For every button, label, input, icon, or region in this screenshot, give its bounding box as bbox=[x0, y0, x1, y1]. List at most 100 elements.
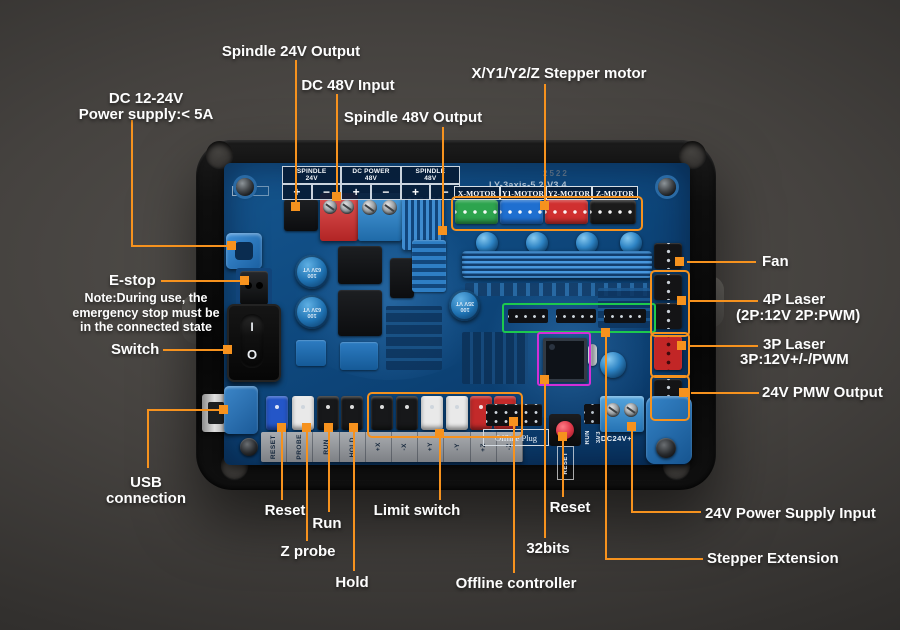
label-limit: Limit switch bbox=[373, 502, 461, 519]
callout-marker bbox=[679, 388, 688, 397]
label-pmw: 24V PMW Output bbox=[762, 384, 883, 401]
polarity-minus: − bbox=[371, 184, 401, 200]
limit-y-plus-connector bbox=[421, 396, 443, 430]
callout-marker bbox=[438, 226, 447, 235]
pcb-screw-tr bbox=[658, 178, 676, 196]
switch-rocker: I O bbox=[240, 314, 264, 368]
pin-label: RUN bbox=[313, 432, 340, 462]
leader-usb-v bbox=[147, 409, 149, 468]
probe-connector bbox=[292, 396, 314, 430]
callout-marker bbox=[291, 202, 300, 211]
reset-connector bbox=[266, 396, 288, 430]
pmw-outline bbox=[650, 375, 690, 421]
pin-label: -Y bbox=[444, 432, 471, 462]
power-volt: 48V bbox=[424, 175, 437, 182]
laser-4p-connector-b bbox=[654, 303, 682, 329]
leader-stepext-h bbox=[605, 558, 703, 560]
usb-bracket bbox=[224, 386, 258, 434]
ext-header bbox=[556, 309, 596, 323]
label-hold: Hold bbox=[335, 574, 369, 591]
callout-marker bbox=[349, 423, 358, 432]
label-switch: Switch bbox=[111, 341, 160, 358]
run-silk-text: RUN bbox=[585, 430, 591, 445]
label-dc-supply-2: Power supply:< 5A bbox=[78, 106, 214, 123]
pin-label: PROBE bbox=[287, 432, 314, 462]
smd-block bbox=[462, 332, 528, 384]
leader-zprobe bbox=[306, 432, 308, 541]
power-volt: 24V bbox=[305, 175, 318, 182]
y2-motor-connector bbox=[545, 200, 588, 224]
label-offline: Offline controller bbox=[455, 575, 577, 592]
label-reset-right: Reset bbox=[549, 499, 591, 516]
polarity-plus: + bbox=[341, 184, 371, 200]
leader-fan bbox=[687, 261, 756, 263]
label-zprobe: Z probe bbox=[280, 543, 336, 560]
leader-run bbox=[328, 432, 330, 512]
smd-module bbox=[296, 340, 326, 366]
dc-power-jack bbox=[226, 233, 262, 269]
label-dc48-in: DC 48V Input bbox=[301, 77, 395, 94]
pin-label: +X bbox=[366, 432, 393, 462]
label-stepext: Stepper Extension bbox=[707, 550, 839, 567]
label-estop: E-stop bbox=[109, 272, 156, 289]
polarity-plus: + bbox=[400, 184, 431, 200]
leader-usb-h bbox=[149, 409, 224, 411]
terminal-screw bbox=[340, 200, 354, 214]
label-estop-note: Note:During use, the emergency stop must… bbox=[72, 291, 219, 335]
callout-marker bbox=[540, 201, 549, 210]
note-line-2: emergency stop must be bbox=[72, 305, 220, 320]
pin-label-text: PROBE bbox=[296, 434, 304, 460]
label-laser3p-2: 3P:12V+/-/PWM bbox=[740, 351, 849, 368]
leader-spindle48-out bbox=[442, 127, 444, 230]
callout-marker bbox=[675, 257, 684, 266]
leader-reset-right bbox=[562, 440, 564, 497]
callout-marker bbox=[302, 423, 311, 432]
switch-off-mark: O bbox=[246, 346, 258, 362]
leader-switch bbox=[163, 349, 228, 351]
callout-marker bbox=[601, 328, 610, 337]
label-laser4p-2: (2P:12V 2P:PWM) bbox=[736, 307, 861, 324]
callout-marker bbox=[558, 432, 567, 441]
spindle24-connector bbox=[284, 199, 318, 231]
terminal-screw bbox=[323, 200, 337, 214]
pin-label-text: +Y bbox=[427, 442, 435, 452]
pcb-screw-br bbox=[656, 438, 676, 458]
leader-hold bbox=[353, 432, 355, 571]
terminal-screw bbox=[606, 403, 620, 417]
pin-label-text: -X bbox=[401, 443, 409, 451]
capacitor-text: 100 63V VT bbox=[302, 266, 322, 278]
leader-pmw bbox=[691, 392, 759, 394]
label-laser4p-1: 4P Laser bbox=[763, 291, 826, 308]
pin-label: -X bbox=[392, 432, 419, 462]
leader-estop bbox=[161, 280, 245, 282]
leader-limit bbox=[439, 436, 441, 500]
callout-marker bbox=[223, 345, 232, 354]
callout-marker bbox=[324, 423, 333, 432]
pcb-screw-bl bbox=[240, 438, 258, 456]
note-line-1: Note:During use, the bbox=[84, 291, 208, 305]
z-motor-connector bbox=[590, 200, 636, 224]
leader-stepper-motor bbox=[544, 84, 546, 206]
pin-label: +Z bbox=[471, 432, 497, 462]
leader-32bits bbox=[544, 382, 546, 538]
relay-block bbox=[338, 290, 382, 336]
callout-marker bbox=[509, 417, 518, 426]
run-connector bbox=[317, 396, 339, 430]
capacitor-100-35v: 100 35V VT bbox=[449, 290, 480, 321]
callout-marker bbox=[219, 405, 228, 414]
note-line-3: in the connected state bbox=[80, 320, 212, 334]
power-switch: I O bbox=[227, 304, 281, 382]
pin-label-text: RESET bbox=[270, 434, 278, 460]
capacitor-100-63v: 100 63V VT bbox=[295, 255, 329, 289]
callout-marker bbox=[677, 341, 686, 350]
pin-label: HOLD bbox=[340, 432, 366, 462]
label-psu24: 24V Power Supply Input bbox=[705, 505, 876, 522]
leader-stepext-v bbox=[605, 334, 607, 560]
ext-header bbox=[604, 309, 646, 323]
power-volt: 48V bbox=[364, 175, 378, 182]
silk-box bbox=[253, 186, 269, 196]
label-dc-supply-1: DC 12-24V bbox=[108, 90, 184, 107]
capacitor bbox=[576, 232, 598, 254]
